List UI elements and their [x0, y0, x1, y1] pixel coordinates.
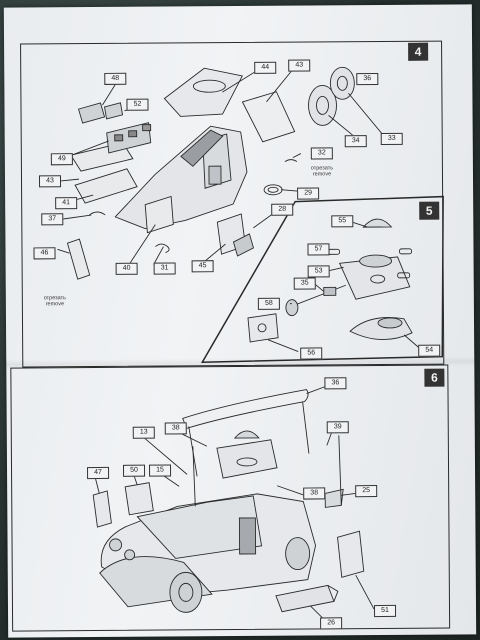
part-callout-52: 52 [126, 98, 149, 111]
remove-note-a: отрезать remove [310, 165, 334, 178]
part-callout-48: 48 [104, 72, 127, 85]
part-callout-44: 44 [254, 61, 277, 74]
part-callout-35: 35 [293, 277, 316, 290]
part-callout-53: 53 [307, 265, 330, 278]
part-callout-36: 36 [356, 73, 379, 86]
part-callout-43-top: 43 [288, 59, 311, 72]
part-callout-32: 32 [310, 147, 333, 160]
part-callout-54: 54 [418, 344, 441, 357]
part-callout-25: 25 [355, 485, 378, 498]
step-5-drawing [247, 218, 421, 353]
part-callout-58: 58 [257, 297, 280, 310]
part-callout-13: 13 [132, 426, 155, 439]
part-callout-57: 57 [307, 243, 330, 256]
part-callout-56: 56 [300, 347, 323, 360]
part-callout-51: 51 [373, 604, 397, 618]
part-callout-26: 26 [320, 617, 343, 630]
part-callout-15: 15 [149, 464, 172, 477]
part-callout-38-a: 38 [164, 422, 187, 435]
part-callout-36-b: 36 [324, 377, 347, 390]
part-callout-34: 34 [344, 135, 367, 148]
part-callout-45: 45 [191, 260, 214, 273]
instruction-sheet: 4 5 6 [3, 4, 477, 638]
part-callout-46: 46 [33, 247, 56, 260]
part-callout-41: 41 [55, 197, 78, 210]
remove-note-b: отрезать remove [43, 295, 67, 308]
part-callout-40: 40 [115, 262, 138, 275]
part-callout-39: 39 [326, 421, 349, 434]
part-callout-28: 28 [271, 203, 294, 216]
part-callout-29: 29 [297, 187, 320, 200]
part-callout-50: 50 [123, 464, 146, 477]
part-callout-55: 55 [331, 215, 354, 228]
part-callout-37: 37 [41, 213, 64, 226]
step-6-drawing [92, 384, 375, 622]
part-callout-47: 47 [87, 466, 110, 480]
part-callout-38-b: 38 [303, 487, 326, 500]
part-callout-31: 31 [153, 262, 176, 275]
step-5-frame [200, 195, 444, 364]
part-callout-43-left: 43 [38, 175, 62, 188]
part-callout-49: 49 [50, 153, 73, 166]
part-callout-33: 33 [380, 132, 403, 146]
step-4-drawing [56, 66, 386, 280]
